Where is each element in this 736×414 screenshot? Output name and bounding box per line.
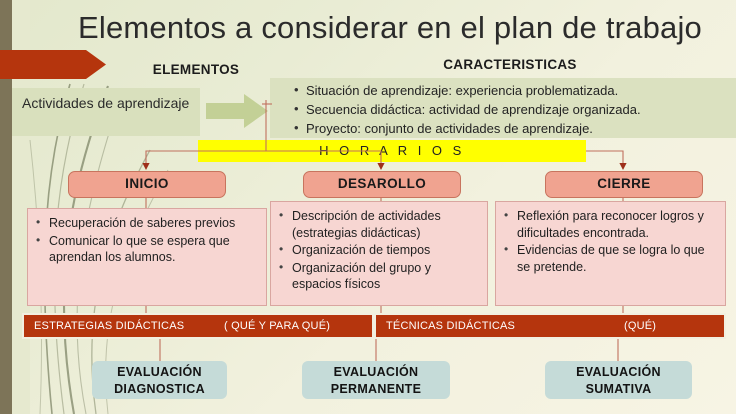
- red-bar-estrategias: ESTRATEGIAS DIDÁCTICAS ( QUÉ Y PARA QUÉ): [22, 313, 374, 339]
- list-item: Secuencia didáctica: actividad de aprend…: [294, 99, 728, 119]
- evaluation-box-permanente[interactable]: EVALUACIÓN PERMANENTE: [302, 361, 450, 399]
- list-item: Evidencias de que se logra lo que se pre…: [502, 241, 717, 275]
- content-box-inicio: Recuperación de saberes previos Comunica…: [27, 208, 267, 306]
- red-bar-label: TÉCNICAS DIDÁCTICAS: [386, 320, 516, 332]
- caracteristicas-box: Situación de aprendizaje: experiencia pr…: [270, 78, 736, 138]
- content-box-desarrollo: Descripción de actividades (estrategias …: [270, 201, 488, 306]
- header-caracteristicas: CARACTERISTICAS: [443, 57, 577, 72]
- list-item: Descripción de actividades (estrategias …: [277, 207, 479, 241]
- list-item: Situación de aprendizaje: experiencia pr…: [294, 80, 728, 100]
- caracteristicas-list: Situación de aprendizaje: experiencia pr…: [280, 80, 728, 138]
- red-bar-qualifier: (QUÉ): [624, 320, 657, 332]
- evaluation-line-2: DIAGNOSTICA: [114, 382, 205, 396]
- evaluation-line-1: EVALUACIÓN: [576, 365, 661, 379]
- list-item: Proyecto: conjunto de actividades de apr…: [294, 118, 728, 138]
- evaluation-box-sumativa[interactable]: EVALUACIÓN SUMATIVA: [545, 361, 692, 399]
- desarrollo-list: Descripción de actividades (estrategias …: [277, 207, 479, 293]
- list-item: Reflexión para reconocer logros y dificu…: [502, 207, 717, 241]
- red-bar-tecnicas: TÉCNICAS DIDÁCTICAS (QUÉ): [374, 313, 726, 339]
- evaluation-line-1: EVALUACIÓN: [333, 365, 419, 379]
- evaluation-box-diagnostica[interactable]: EVALUACIÓN DIAGNOSTICA: [92, 361, 227, 399]
- stage-pill-desarrollo[interactable]: DESAROLLO: [303, 171, 461, 198]
- list-item: Organización del grupo y espacios físico…: [277, 259, 479, 293]
- slide-title: Elementos a considerar en el plan de tra…: [77, 10, 703, 45]
- list-item: Recuperación de saberes previos: [34, 214, 258, 232]
- evaluation-line-2: SUMATIVA: [585, 382, 652, 396]
- evaluation-line-1: EVALUACIÓN: [117, 365, 202, 379]
- content-box-cierre: Reflexión para reconocer logros y dificu…: [495, 201, 726, 306]
- red-bar-qualifier: ( QUÉ Y PARA QUÉ): [224, 320, 331, 332]
- header-elementos: ELEMENTOS: [152, 62, 240, 77]
- red-bar-label: ESTRATEGIAS DIDÁCTICAS: [34, 320, 185, 332]
- red-chevron-banner: [0, 50, 106, 79]
- stage-pill-cierre[interactable]: CIERRE: [545, 171, 703, 198]
- list-item: Comunicar lo que se espera que aprendan …: [34, 232, 258, 266]
- left-dark-strip-decoration: [0, 0, 12, 414]
- actividades-aprendizaje-box: Actividades de aprendizaje: [12, 88, 200, 136]
- green-arrow-icon: [206, 94, 268, 128]
- cierre-list: Reflexión para reconocer logros y dificu…: [502, 207, 717, 275]
- evaluation-line-2: PERMANENTE: [330, 382, 422, 396]
- horarios-highlight-bar: H O R A R I O S: [198, 140, 586, 162]
- inicio-list: Recuperación de saberes previos Comunica…: [34, 214, 258, 266]
- list-item: Organización de tiempos: [277, 241, 479, 259]
- stage-pill-inicio[interactable]: INICIO: [68, 171, 226, 198]
